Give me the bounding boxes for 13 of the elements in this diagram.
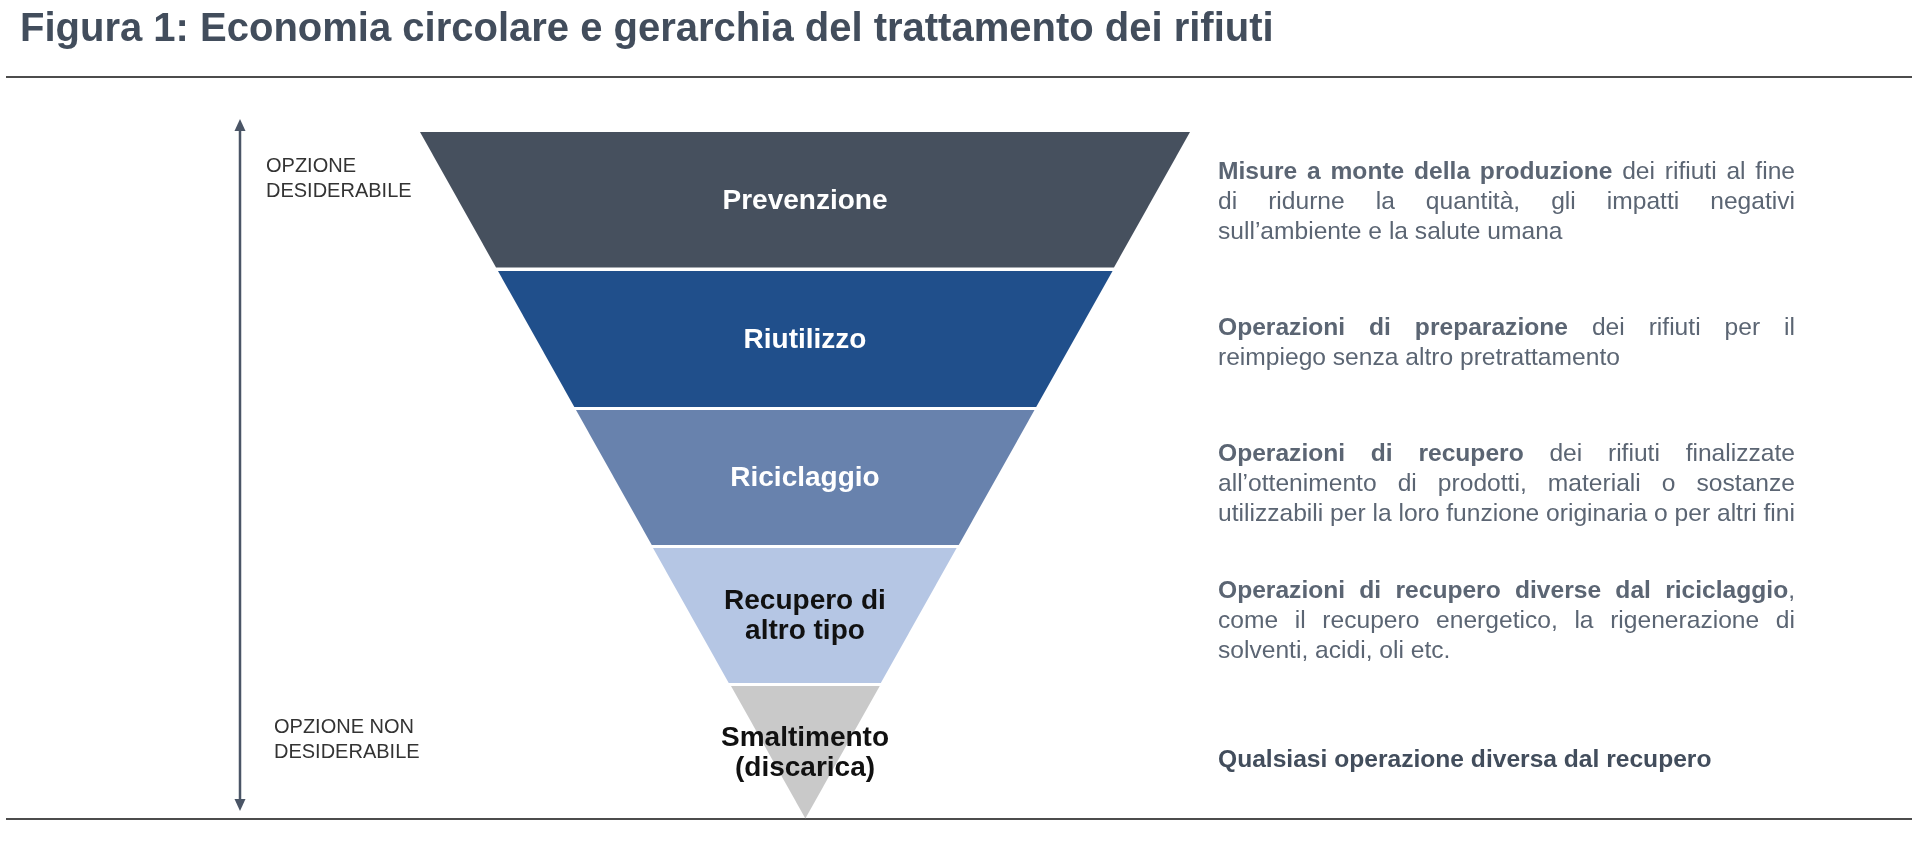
- scale-label: OPZIONE NON DESIDERABILE: [274, 714, 421, 764]
- description-text: Operazioni di preparazione dei rifiuti per il reimpiego senza altro pretrattamento: [1218, 312, 1795, 372]
- tier-label: Recupero di altro tipo: [723, 585, 887, 645]
- tier-label: Prevenzione: [721, 184, 889, 215]
- description-text: Operazioni di recupero diverse dal riciclaggio, come il recupero energetico, la rigenerazione di solventi, acidi, oli etc.: [1218, 575, 1795, 665]
- description-text: Misure a monte della produzione dei rifiuti al fine di ridurne la quantità, gli impatti negativi sull’ambiente e la salute umana: [1218, 156, 1795, 246]
- description-text: Operazioni di recupero dei rifiuti finalizzate all’ottenimento di prodotti, materiali o sostanze utilizzabili per la loro funzione originaria o per altri fini: [1218, 438, 1795, 528]
- tier-label: Smaltimento (discarica): [720, 721, 890, 782]
- tier-label: Riciclaggio: [729, 462, 881, 492]
- description-text: Qualsiasi operazione diversa dal recupero: [1218, 744, 1713, 774]
- scale-label: OPZIONE DESIDERABILE: [266, 153, 413, 203]
- tier-label: Riutilizzo: [742, 323, 868, 354]
- figure-title: Figura 1: Economia circolare e gerarchia del trattamento dei rifiuti: [20, 4, 1274, 50]
